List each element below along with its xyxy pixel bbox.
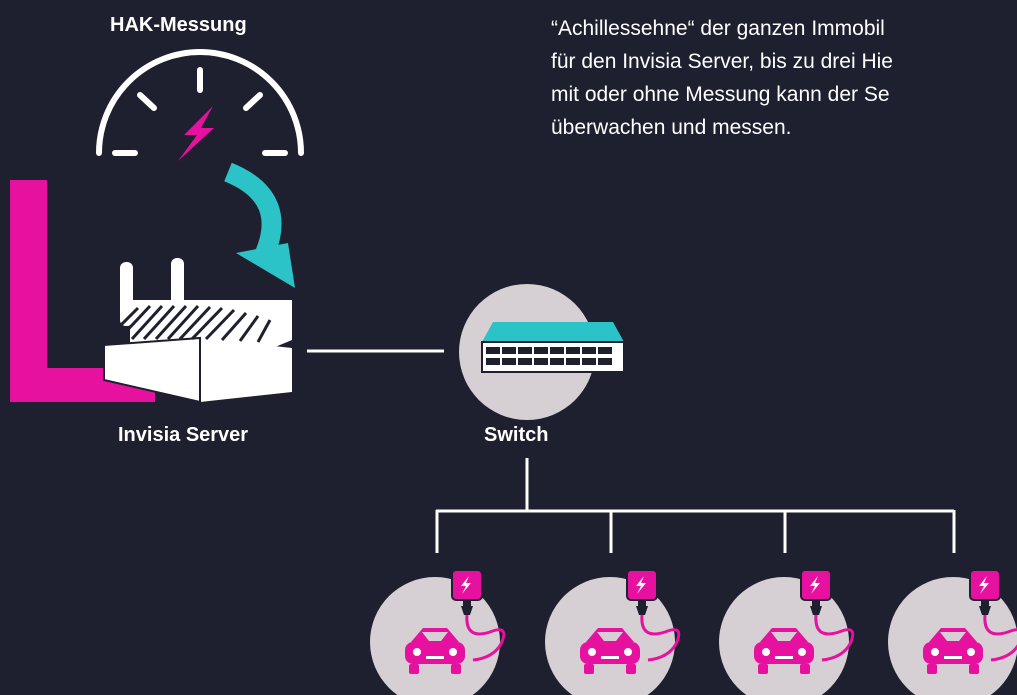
- switch-label: Switch: [484, 424, 549, 446]
- network-switch-icon: [459, 284, 625, 420]
- magenta-bracket-shape: [10, 180, 155, 402]
- gauge-lightning-icon: [96, 49, 304, 161]
- description-line: “Achillessehne“ der ganzen Immobil: [551, 17, 885, 40]
- description-text: “Achillessehne“ der ganzen Immobil für d…: [551, 12, 893, 144]
- description-line: mit oder ohne Messung kann der Se: [551, 83, 890, 106]
- server-label: Invisia Server: [118, 424, 249, 446]
- description-line: überwachen und messen.: [551, 116, 792, 139]
- router-icon: [103, 258, 292, 404]
- ev-charging-car-icon: [886, 568, 1017, 695]
- switch-tree-lines: [435, 458, 956, 553]
- ev-charging-car-icon: [368, 568, 506, 695]
- meter-label: HAK-Messung: [110, 14, 247, 36]
- description-line: für den Invisia Server, bis zu drei Hie: [551, 50, 893, 73]
- teal-arrow-icon: [223, 162, 295, 288]
- ev-charging-car-icon: [543, 568, 681, 695]
- ev-charging-car-icon: [717, 568, 855, 695]
